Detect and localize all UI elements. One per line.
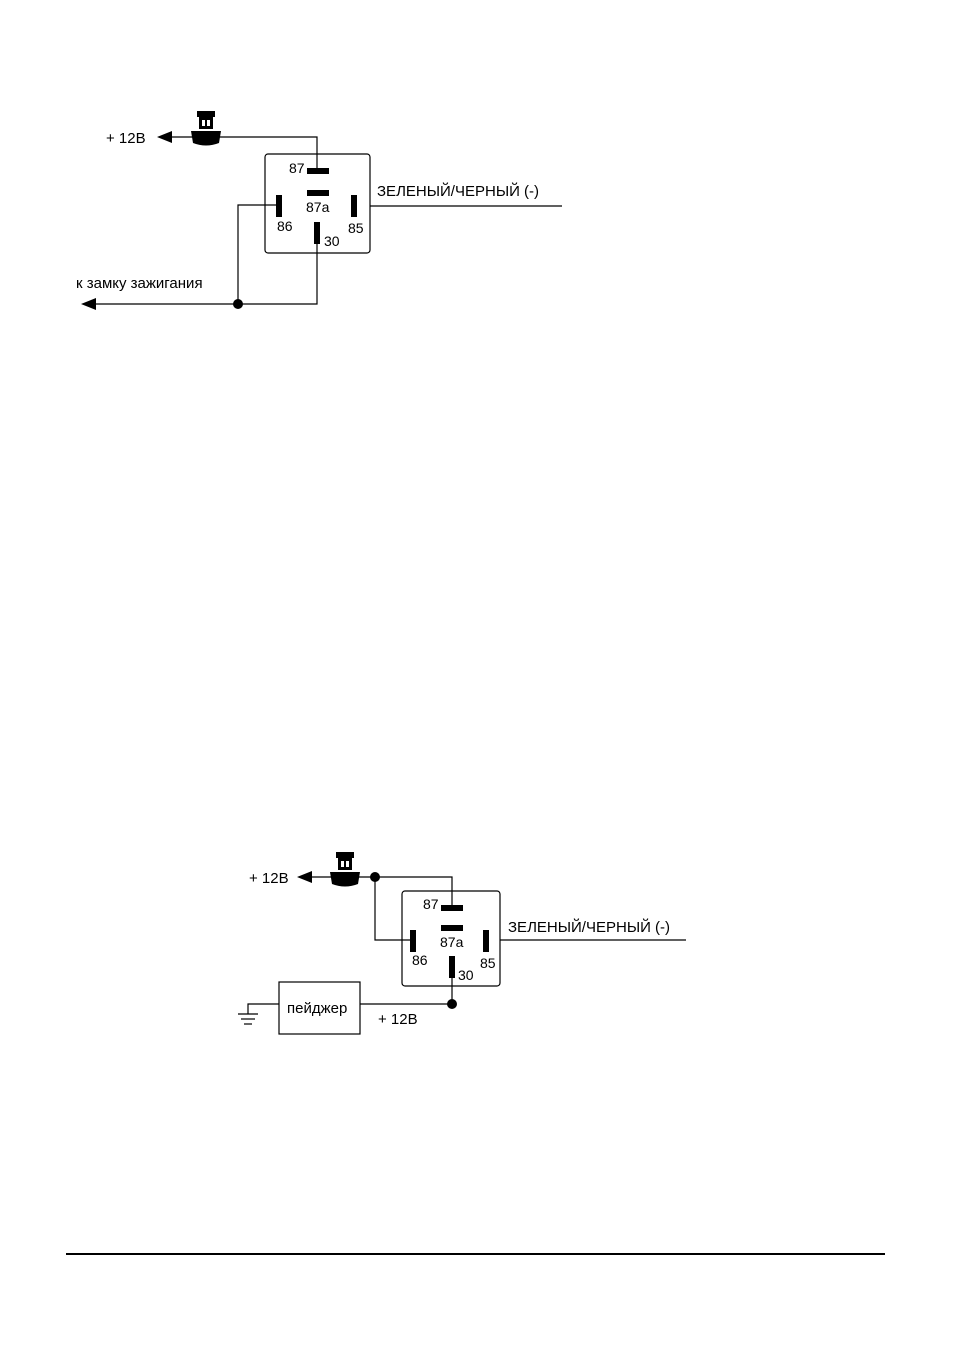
pin-85-label: 85: [348, 220, 364, 236]
pin-30-label: 30: [324, 233, 340, 249]
fuse-icon: [191, 111, 221, 146]
pin-87: [307, 168, 329, 174]
pin30-wire: [360, 978, 452, 1004]
ignition-label: к замку зажигания: [76, 275, 203, 292]
pager-out-label: + 12В: [378, 1011, 418, 1028]
pin-87a: [441, 925, 463, 931]
pin-87: [441, 905, 463, 911]
pin86-wire: [375, 877, 413, 940]
pin-86-label: 86: [277, 218, 293, 234]
pin-87a-label: 87a: [306, 199, 330, 215]
pin-30: [449, 956, 455, 978]
pin-30: [314, 222, 320, 244]
wire-color-label: ЗЕЛЕНЫЙ/ЧЕРНЫЙ (-): [508, 918, 670, 936]
pin-30-label: 30: [458, 967, 474, 983]
relay-diagram-bottom: + 12В 87 87a 86 85 30 ЗЕЛЕНЫЙ/ЧЕРНЫЙ (-)…: [238, 852, 686, 1034]
pin-85-label: 85: [480, 955, 496, 971]
junction-dot: [447, 999, 457, 1009]
pin86-wire: [238, 205, 276, 304]
plus12v-label: + 12В: [249, 870, 289, 887]
pin-85: [483, 930, 489, 952]
pin-86: [410, 930, 416, 952]
pin-85: [351, 195, 357, 217]
pager-label: пейджер: [287, 1000, 347, 1017]
pin-87-label: 87: [289, 160, 305, 176]
wire-color-label: ЗЕЛЕНЫЙ/ЧЕРНЫЙ (-): [377, 182, 539, 200]
relay-diagram-top: + 12В 87 87a 86 85 30 ЗЕЛЕНЫЙ/ЧЕРНЫЙ (-)…: [76, 111, 562, 310]
ground-wire: [248, 1004, 279, 1014]
arrow-left-icon: [297, 871, 312, 883]
ground-icon: [238, 1014, 258, 1024]
pin-87-label: 87: [423, 896, 439, 912]
pin-86: [276, 195, 282, 217]
arrow-left-icon: [81, 298, 96, 310]
junction-dot: [233, 299, 243, 309]
pin-87a-label: 87a: [440, 934, 464, 950]
plus12v-label: + 12В: [106, 130, 146, 147]
pin-87a: [307, 190, 329, 196]
arrow-left-icon: [157, 131, 172, 143]
pin-86-label: 86: [412, 952, 428, 968]
fuse-icon: [330, 852, 360, 887]
